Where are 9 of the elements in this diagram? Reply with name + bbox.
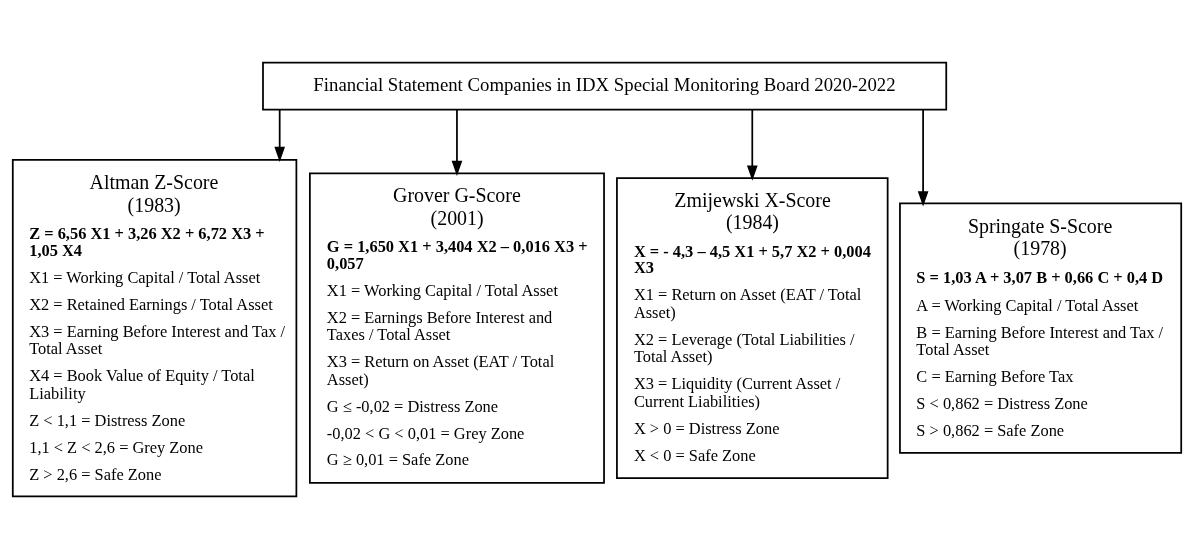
arrow <box>451 108 463 176</box>
arrow <box>746 108 758 181</box>
node-box: Zmijewski X-Score (1984) X = - 4,3 – 4,5 X1 + 5,7 X2 + 0,004 X3 X1 = Return on Asset (EAT / Total Asset) X2 = Leverage (Total Liabilities / Total Asset) X3 = Liquidity (Current Asset / Current Liabilities) X > 0 = Distress Zone X < 0 = Safe Zone <box>616 176 889 479</box>
arrow <box>917 108 929 207</box>
arrow <box>274 108 286 162</box>
node-box: Springate S-Score (1978) S = 1,03 A + 3,07 B + 0,66 C + 0,4 D A = Working Capital / Total Asset B = Earning Before Interest and Tax / Total Asset C = Earning Before Tax S < 0,862 = Distress Zone S > 0,862 = Safe Zone <box>899 201 1183 454</box>
node-box: Financial Statement Companies in IDX Special Monitoring Board 2020-2022 <box>262 61 948 110</box>
node-box: Altman Z-Score (1983) Z = 6,56 X1 + 3,26 X2 + 6,72 X3 + 1,05 X4 X1 = Working Capital / Total Asset X2 = Retained Earnings / Total Asset X3 = Earning Before Interest and Tax / Total Asset X4 = Book Value of Equity / Total Liability Z < 1,1 = Distress Zone 1,1 < Z < 2,6 = Grey Zone Z > 2,6 = Safe Zone <box>11 158 298 497</box>
node-box: Grover G-Score (2001) G = 1,650 X1 + 3,404 X2 – 0,016 X3 + 0,057 X1 = Working Capital / Total Asset X2 = Earnings Before Interest and Taxes / Total Asset X3 = Return on Asset (EAT / Total Asset) G ≤ -0,02 = Distress Zone -0,02 < G < 0,01 = Grey Zone G ≥ 0,01 = Safe Zone <box>309 172 605 484</box>
